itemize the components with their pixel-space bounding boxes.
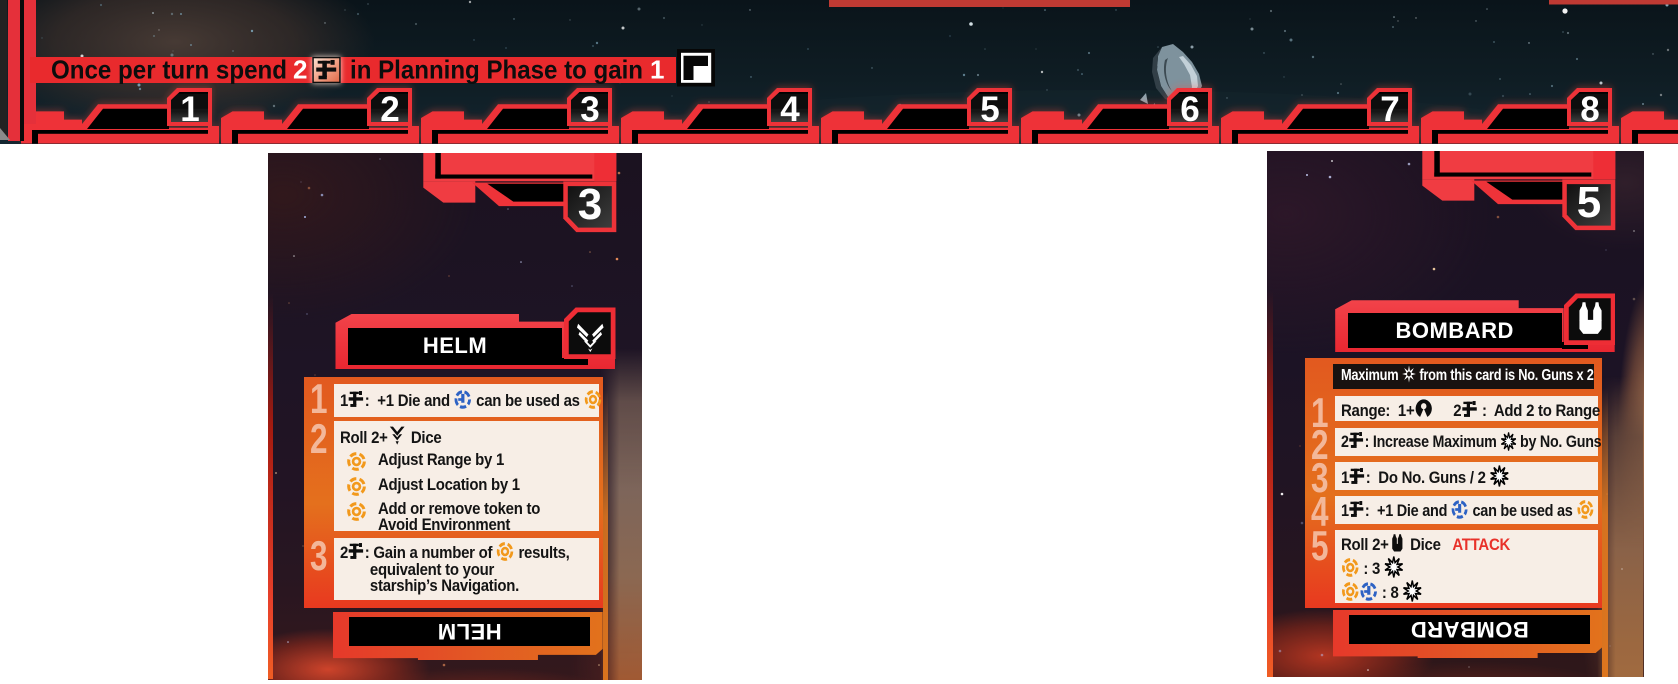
svg-text:8: 8 — [1580, 90, 1599, 129]
svg-text:Once per turn spend: Once per turn spend — [51, 55, 287, 85]
svg-text:1: 1 — [180, 90, 199, 129]
svg-text:2: 2 — [293, 55, 307, 85]
svg-text:3: 3 — [580, 90, 599, 129]
svg-text:6: 6 — [1180, 90, 1199, 129]
svg-text:5: 5 — [1577, 178, 1601, 227]
svg-text:7: 7 — [1380, 90, 1399, 129]
svg-text:1: 1 — [650, 55, 664, 85]
svg-text:in Planning Phase to gain: in Planning Phase to gain — [350, 55, 643, 85]
svg-text:3: 3 — [577, 180, 601, 229]
svg-text:2: 2 — [380, 90, 399, 129]
svg-text:4: 4 — [780, 90, 800, 129]
svg-text:5: 5 — [980, 90, 999, 129]
